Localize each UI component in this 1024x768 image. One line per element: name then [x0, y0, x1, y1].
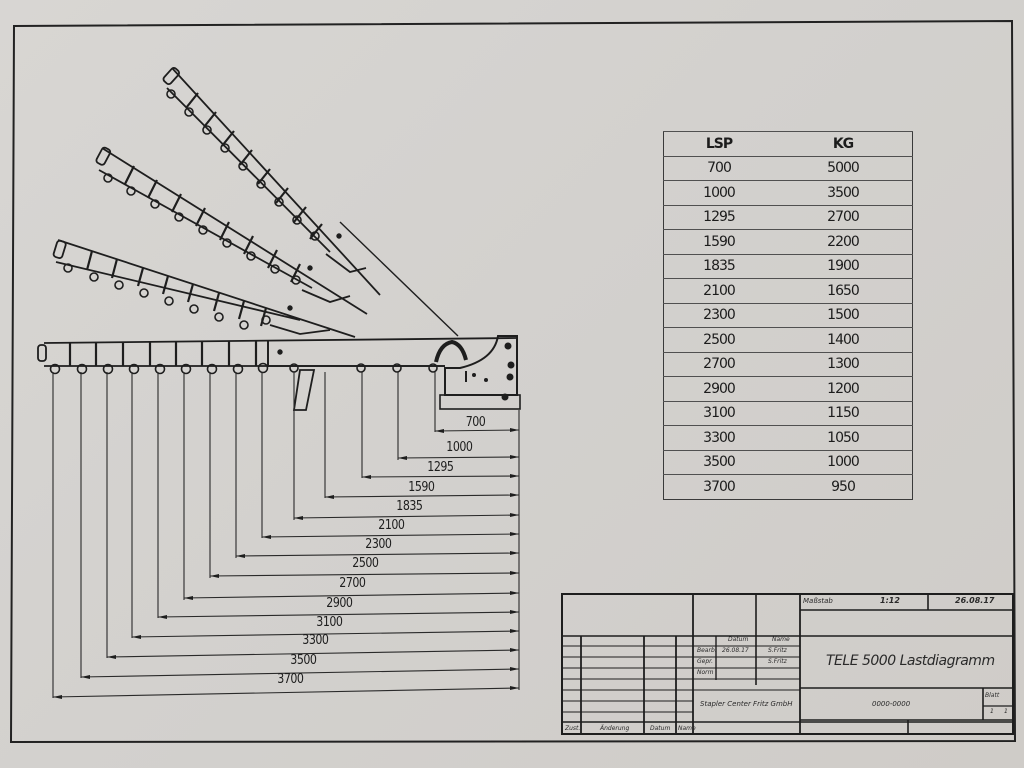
sheet-value: 1 [990, 708, 994, 715]
grid-row-datum: 26.08.17 [722, 647, 749, 654]
dimension-label: 2500 [352, 556, 379, 571]
dimension-label: 1295 [427, 460, 454, 475]
drawing-number: 0000-0000 [872, 700, 911, 708]
lsp-cell: 3700 [663, 474, 774, 499]
sheet-label: Blatt [985, 692, 1000, 699]
sheet-of: 1 [1004, 708, 1008, 715]
grid-header-datum: Datum [728, 636, 749, 643]
dimension-label: 3500 [290, 653, 317, 668]
grid-header-name: Name [772, 636, 790, 643]
kg-cell: 1200 [774, 376, 913, 401]
kg-cell: 1050 [774, 425, 913, 450]
kg-cell: 1400 [774, 327, 913, 352]
lsp-cell: 3100 [663, 400, 774, 426]
dimension-label: 3300 [302, 633, 329, 648]
kg-cell: 950 [774, 474, 913, 499]
dimension-label: 2300 [365, 537, 392, 552]
lsp-cell: 1590 [663, 229, 774, 254]
lsp-cell: 3300 [663, 425, 774, 450]
kg-cell: 1150 [774, 400, 913, 426]
revision-header-date: Datum [650, 725, 671, 732]
load-table-header: LSP KG [663, 131, 913, 156]
grid-row-label: Gepr. [697, 658, 713, 665]
lsp-cell: 700 [663, 155, 774, 181]
kg-cell: 2700 [774, 204, 913, 230]
lsp-cell: 1295 [663, 204, 774, 230]
scale-label: Maßstab [803, 597, 833, 605]
kg-cell: 1000 [774, 449, 913, 475]
kg-cell: 1300 [774, 351, 913, 377]
column-header-lsp: LSP [663, 131, 774, 156]
grid-row-name: S.Fritz [768, 647, 787, 654]
grid-row-name: S.Fritz [768, 658, 787, 665]
drawing-title: TELE 5000 Lastdiagramm [826, 653, 995, 669]
dimension-label: 2900 [326, 596, 353, 611]
dimension-label: 3700 [277, 672, 304, 687]
kg-cell: 1500 [774, 302, 913, 328]
kg-cell: 3500 [774, 180, 913, 205]
lsp-cell: 2900 [663, 376, 774, 401]
dimension-label: 700 [465, 415, 486, 430]
dimension-label: 2700 [339, 576, 366, 591]
kg-cell: 5000 [774, 155, 913, 181]
arm-raised-3 [162, 67, 459, 337]
revision-header-state: Zust. [565, 725, 581, 732]
dimension-label: 1590 [408, 480, 435, 495]
lsp-cell: 2100 [663, 278, 774, 303]
lsp-cell: 2700 [663, 351, 774, 377]
dimension-label: 2100 [378, 518, 405, 533]
arm-raised-1 [52, 239, 356, 338]
kg-cell: 1650 [774, 278, 913, 303]
drawing-date-top: 26.08.17 [955, 596, 995, 605]
lsp-cell: 1000 [663, 180, 774, 205]
revision-header-change: Änderung [600, 725, 630, 732]
lsp-cell: 1835 [663, 253, 774, 279]
title-block-frame [561, 593, 1014, 735]
dimension-lines [52, 372, 520, 699]
dimension-label: 3100 [316, 615, 343, 630]
grid-row-label: Bearb. [697, 647, 717, 654]
arm-raised-2 [95, 146, 368, 315]
grid-row-label: Norm [697, 669, 714, 676]
column-header-kg: KG [774, 131, 913, 156]
revision-header-name: Name [678, 725, 696, 732]
lsp-cell: 2500 [663, 327, 774, 352]
company-name: Stapler Center Fritz GmbH [700, 700, 793, 708]
dimension-label: 1000 [446, 440, 473, 455]
arm-horizontal [37, 337, 517, 411]
lsp-cell: 3500 [663, 449, 774, 475]
kg-cell: 2200 [774, 229, 913, 254]
lsp-cell: 2300 [663, 302, 774, 328]
dimension-label: 1835 [396, 499, 423, 514]
scale-value: 1:12 [880, 596, 900, 605]
machine-base [434, 335, 521, 410]
drawing-frame [9, 19, 1017, 744]
kg-cell: 1900 [774, 253, 913, 279]
